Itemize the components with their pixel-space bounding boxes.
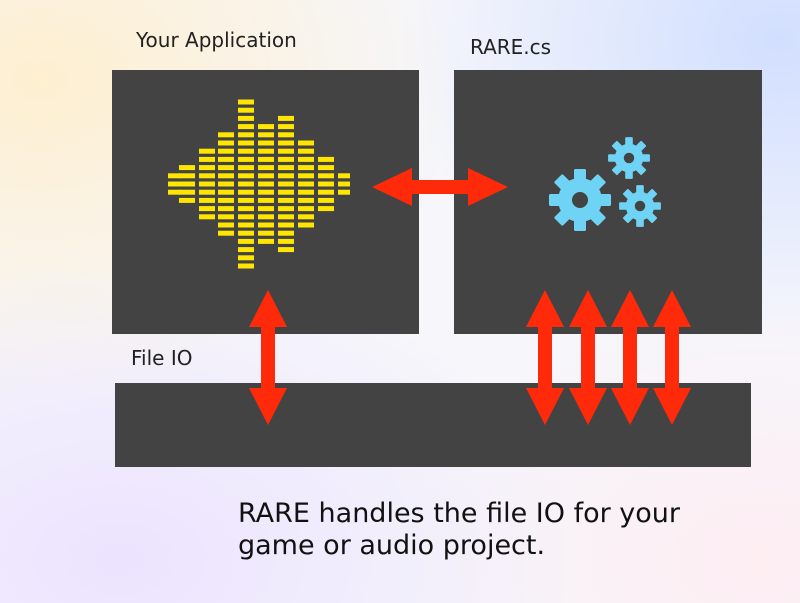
your-application-box — [112, 70, 419, 334]
caption-text: RARE handles the file IO for your game o… — [238, 498, 758, 562]
caption-line-2: game or audio project. — [238, 530, 546, 561]
rare-cs-label: RARE.cs — [470, 35, 552, 59]
rare-cs-box — [454, 70, 762, 334]
file-io-label: File IO — [131, 346, 193, 370]
your-application-label: Your Application — [136, 28, 297, 52]
caption-line-1: RARE handles the file IO for your — [238, 498, 681, 529]
file-io-box — [115, 383, 751, 467]
